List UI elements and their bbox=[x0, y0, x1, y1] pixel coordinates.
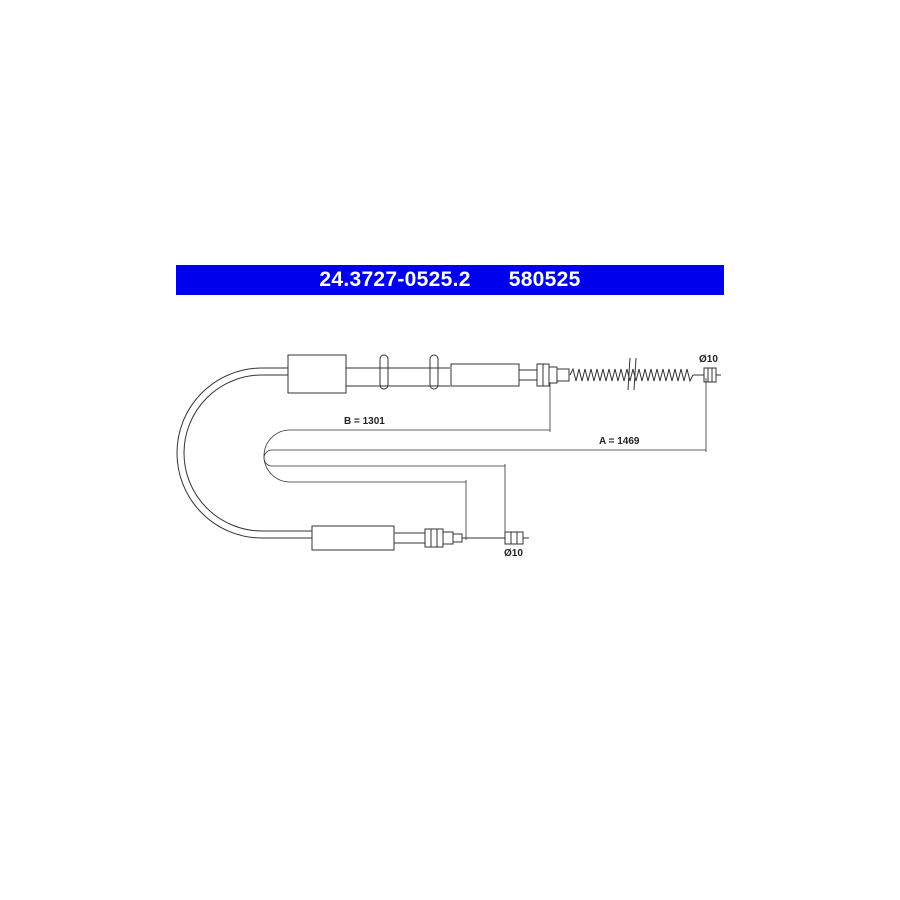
dimension-a bbox=[263, 378, 707, 540]
ring-1 bbox=[379, 354, 389, 390]
title-bar: 24.3727-0525.2 580525 bbox=[176, 265, 724, 295]
dimension-b-label: B = 1301 bbox=[344, 416, 385, 427]
top-sleeve bbox=[287, 354, 347, 394]
diameter-top-label: Ø10 bbox=[699, 354, 718, 365]
break-mark bbox=[627, 357, 637, 391]
part-number: 24.3727-0525.2 bbox=[319, 268, 471, 291]
dimension-a-label: A = 1469 bbox=[599, 436, 640, 447]
dimension-b bbox=[263, 383, 551, 540]
bottom-end-nipple bbox=[504, 531, 529, 545]
top-end-nipple bbox=[703, 367, 721, 383]
bottom-cable-tube bbox=[394, 532, 425, 544]
top-cable-tube bbox=[346, 367, 450, 387]
top-fitting bbox=[536, 363, 570, 387]
reference-number: 580525 bbox=[508, 268, 581, 291]
top-end-tube bbox=[450, 363, 520, 387]
bottom-sleeve bbox=[311, 525, 395, 551]
cable-sheath bbox=[176, 367, 312, 539]
top-spring bbox=[569, 367, 694, 383]
ring-2 bbox=[429, 354, 439, 390]
diameter-bottom-label: Ø10 bbox=[504, 548, 523, 559]
bottom-fitting bbox=[424, 528, 463, 548]
top-connector bbox=[519, 369, 537, 381]
